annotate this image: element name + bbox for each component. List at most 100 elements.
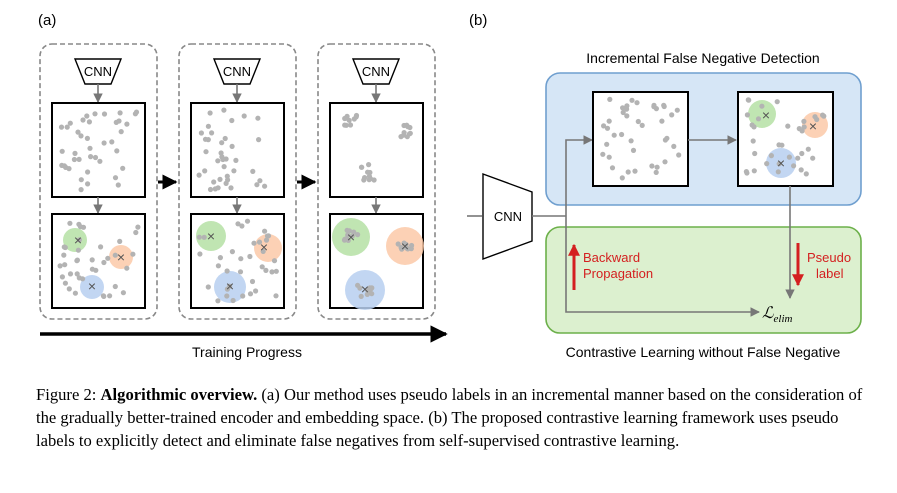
- embedding-point: [105, 255, 111, 261]
- embedding-point: [357, 285, 363, 291]
- embedding-point: [755, 116, 762, 122]
- embedding-point: [223, 180, 229, 186]
- cluster-center-marker: ×: [260, 239, 268, 255]
- stage-3-frame: [317, 43, 436, 320]
- stage-1-frame: [39, 43, 158, 320]
- cluster-blue: [80, 275, 104, 299]
- embedding-point: [803, 171, 809, 177]
- embedding-point: [239, 223, 245, 229]
- cluster-orange: [109, 245, 133, 269]
- backward-label-line2: Propagation: [583, 266, 653, 281]
- embedding-point: [85, 181, 91, 187]
- embedding-point: [611, 132, 617, 138]
- stage-1-cluster-points: [57, 220, 141, 299]
- embedding-point: [84, 135, 90, 141]
- embedding-point: [66, 166, 72, 172]
- embedding-point: [229, 249, 235, 255]
- cluster-center-marker: ×: [347, 229, 355, 245]
- embedding-point: [107, 293, 113, 299]
- embedding-point: [215, 158, 221, 164]
- embedding-point: [66, 286, 72, 292]
- embedding-point: [366, 162, 372, 168]
- embedding-point: [211, 179, 217, 185]
- detection-embedding-points: [600, 96, 682, 181]
- embedding-point: [795, 155, 801, 161]
- embedding-point: [101, 259, 107, 266]
- embedding-point: [72, 290, 78, 296]
- embedding-point: [271, 258, 278, 264]
- embedding-point: [759, 103, 765, 109]
- embedding-point: [398, 244, 404, 251]
- embedding-point: [75, 247, 81, 253]
- embedding-point: [112, 175, 119, 181]
- embedding-point: [630, 147, 637, 153]
- detection-cluster-points: [743, 97, 827, 177]
- cluster-orange: [802, 112, 828, 138]
- embedding-point: [133, 229, 139, 236]
- embedding-point: [230, 297, 236, 304]
- stage-1-embedding-points: [58, 109, 140, 193]
- embedding-point: [228, 185, 234, 191]
- embedding-point: [604, 125, 611, 131]
- embedding-point: [606, 154, 612, 160]
- embedding-point: [120, 290, 126, 296]
- embedding-point: [263, 267, 269, 273]
- encoder-b-label: CNN: [494, 209, 522, 224]
- embedding-point: [250, 168, 256, 174]
- embedding-point: [135, 224, 141, 230]
- embedding-point: [407, 130, 413, 136]
- embedding-point: [89, 266, 95, 272]
- embedding-point: [801, 124, 807, 130]
- embedding-point: [262, 183, 268, 189]
- embedding-point: [785, 123, 791, 129]
- embedding-point: [751, 124, 757, 130]
- embedding-point: [233, 157, 239, 163]
- stage-2-encoder: [212, 58, 262, 85]
- embedding-point: [744, 112, 751, 118]
- caption-body: (a) Our method uses pseudo labels in an …: [36, 385, 863, 450]
- embedding-point: [215, 298, 221, 304]
- embedding-point: [746, 97, 752, 103]
- caption-title: Algorithmic overview.: [100, 385, 258, 404]
- embedding-point: [651, 102, 657, 108]
- training-progress-label: Training Progress: [192, 344, 302, 360]
- embedding-point: [606, 118, 612, 124]
- cluster-center-marker: ×: [88, 278, 96, 294]
- embedding-point: [71, 156, 77, 163]
- embedding-point: [662, 159, 668, 165]
- detection-title: Incremental False Negative Detection: [586, 50, 819, 66]
- cluster-center-marker: ×: [777, 155, 785, 171]
- embedding-point: [776, 142, 782, 148]
- embedding-point: [61, 244, 67, 250]
- embedding-point: [114, 148, 120, 154]
- embedding-point: [774, 99, 780, 105]
- embedding-point: [229, 117, 235, 124]
- embedding-point: [369, 291, 375, 297]
- embedding-point: [67, 220, 73, 226]
- stage-1-embedding-box: [51, 102, 146, 198]
- embedding-point: [84, 113, 90, 119]
- embedding-point: [59, 274, 65, 280]
- embedding-point: [674, 107, 680, 113]
- embedding-point: [799, 128, 805, 134]
- stage-3-encoder: [351, 58, 401, 85]
- embedding-point: [775, 169, 781, 175]
- embedding-point: [75, 129, 81, 135]
- embedding-point: [654, 164, 660, 170]
- embedding-point: [224, 286, 230, 292]
- stage-1-clusters: [63, 228, 133, 299]
- embedding-point: [207, 110, 213, 116]
- embedding-point: [624, 106, 630, 112]
- embedding-point: [92, 111, 98, 117]
- embedding-point: [367, 176, 374, 182]
- embedding-point: [109, 139, 115, 145]
- embedding-point: [634, 100, 640, 106]
- embedding-point: [798, 167, 804, 173]
- embedding-point: [62, 280, 68, 286]
- embedding-point: [619, 131, 625, 138]
- embedding-point: [607, 96, 613, 102]
- cluster-center-marker: ×: [809, 118, 817, 134]
- embedding-point: [118, 129, 124, 135]
- embedding-point: [628, 138, 634, 144]
- embedding-point: [609, 165, 616, 171]
